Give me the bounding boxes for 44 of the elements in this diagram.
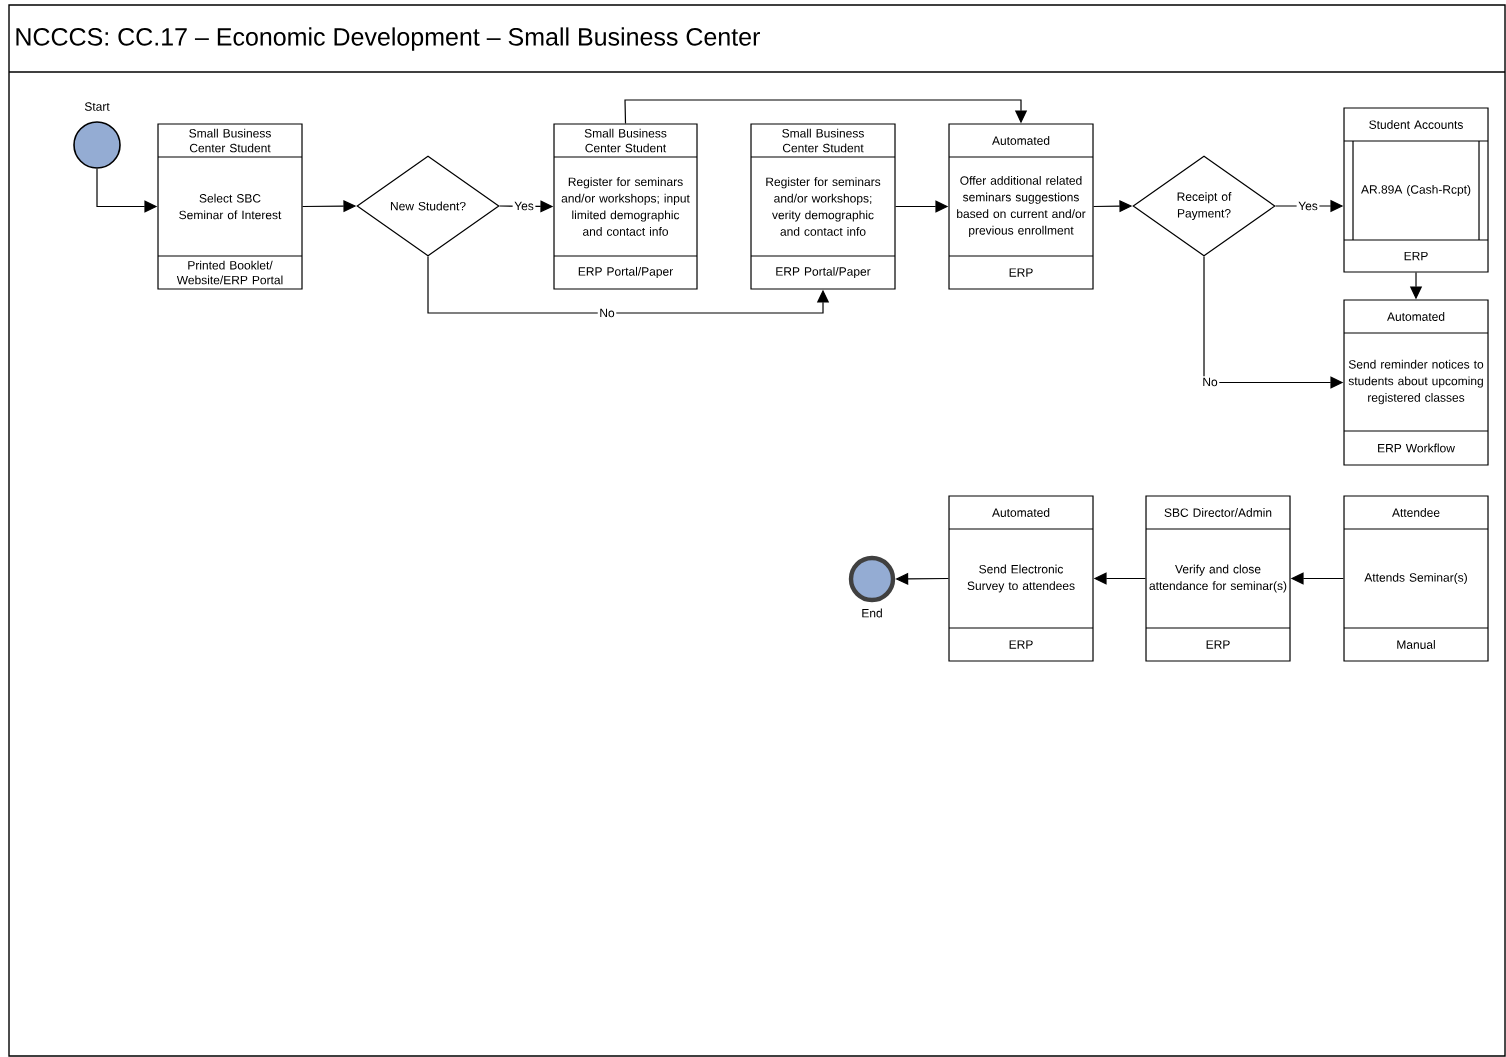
role-label: Small Business Center Student (584, 128, 667, 153)
edge-label: Yes (512, 200, 536, 212)
role-label: Attendee (1392, 508, 1440, 517)
step-text: Send Electronic Survey to attendees (967, 564, 1075, 593)
process-box (1343, 495, 1489, 662)
process-box (553, 123, 698, 290)
role-label: Automated (992, 508, 1050, 517)
edge-label: Yes (1296, 200, 1320, 212)
process-box (948, 123, 1094, 290)
step-text: Select SBC Seminar of Interest (179, 193, 282, 220)
circle-label: Start (84, 102, 110, 111)
role-label: Small Business Center Student (189, 128, 271, 153)
process-box (1145, 495, 1291, 662)
system-label: ERP (1404, 251, 1428, 261)
step-text: Offer additional related seminars suggestions based on current and/or previous enrollment (957, 176, 1086, 237)
system-label: ERP (1206, 640, 1230, 649)
arrow (624, 99, 1028, 124)
edge-label: No (597, 307, 617, 319)
system-label: ERP Portal/Paper (578, 266, 673, 279)
edge-label: No (1200, 376, 1220, 388)
role-label: Small Business Center Student (782, 128, 864, 153)
step-text: Attends Seminar(s) (1364, 572, 1467, 585)
step-text: Send reminder notices to students about upcoming registered classes (1348, 359, 1484, 405)
system-label: ERP (1009, 640, 1033, 649)
process-box (1343, 299, 1489, 466)
system-label: ERP Workflow (1378, 443, 1455, 453)
step-text: Verify and close attendance for seminar(s) (1149, 564, 1287, 593)
role-label: Student Accounts (1369, 120, 1463, 129)
step-text: Register for seminars and/or workshops; verity demographic and contact info (766, 177, 881, 236)
step-text: Register for seminars and/or workshops; input limited demographic and contact info (561, 177, 690, 236)
circle-label: End (862, 608, 882, 618)
system-label: Manual (1397, 640, 1435, 649)
role-label: SBC Director/Admin (1164, 508, 1272, 517)
step-text: AR.89A (Cash-Rcpt) (1361, 184, 1471, 197)
system-label: ERP (1009, 268, 1033, 277)
process-box (948, 495, 1094, 662)
role-label: Automated (1387, 312, 1445, 321)
title: NCCCS: CC.17 – Economic Development – Small Business Center (16, 27, 760, 51)
role-label: Automated (992, 136, 1050, 145)
system-label: ERP Portal/Paper (776, 266, 871, 279)
process-box (157, 123, 303, 290)
process-box (750, 123, 896, 290)
system-label: Printed Booklet/ Website/ERP Portal (176, 260, 283, 285)
process-box (1343, 107, 1489, 273)
